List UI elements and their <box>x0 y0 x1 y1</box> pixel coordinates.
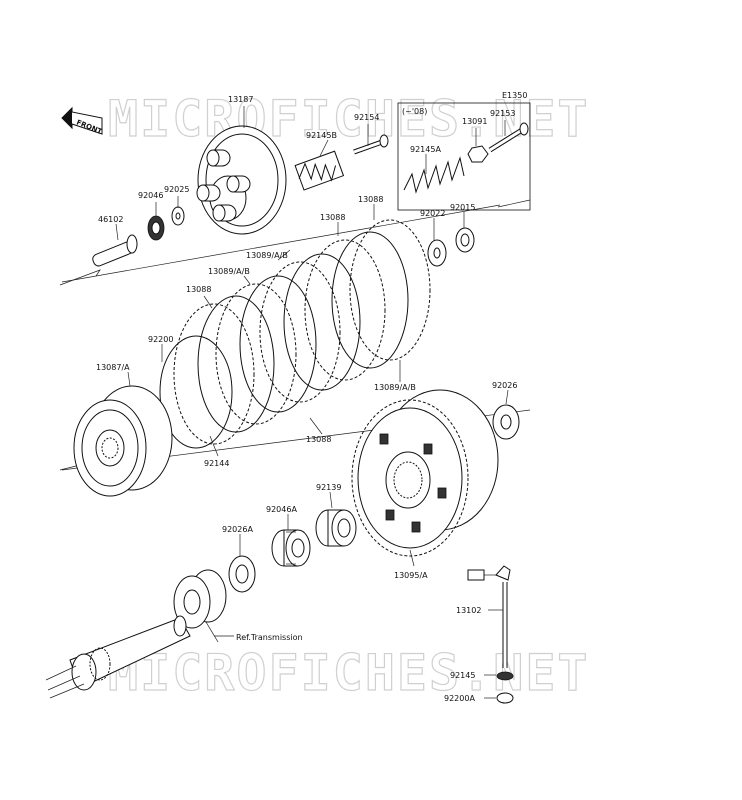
washer-92026 <box>492 404 520 440</box>
clutch-housing-13095 <box>351 389 499 557</box>
label-46102: 46102 <box>98 215 123 224</box>
label-92046: 92046 <box>138 191 163 200</box>
label-92144: 92144 <box>204 459 229 468</box>
sleeve-92139 <box>315 509 357 547</box>
spring-92145b <box>294 150 345 191</box>
washer-92026a <box>228 555 256 593</box>
washer-92022 <box>427 239 447 267</box>
clutch-hub-13087 <box>73 385 173 497</box>
label-92046a: 92046A <box>266 505 297 514</box>
label-13088-upper: 13088 <box>320 213 345 222</box>
leader-lines <box>115 106 509 699</box>
spring-92145 <box>496 671 514 681</box>
label-92154: 92154 <box>354 113 379 122</box>
ring-92200a <box>496 692 514 704</box>
label-13088-left: 13088 <box>186 285 211 294</box>
bolt-92154 <box>353 134 389 155</box>
label-92022: 92022 <box>420 209 445 218</box>
watermark-bottom: MICROFICHES.NET <box>108 644 590 702</box>
ring-92200 <box>159 335 233 449</box>
label-92200a: 92200A <box>444 694 475 703</box>
pushrod-46102 <box>92 234 138 267</box>
label-92145a: 92145A <box>410 145 441 154</box>
variant-box <box>397 102 531 211</box>
ref-transmission-note: Ref.Transmission <box>236 633 303 642</box>
variant-note: (~'08) <box>402 107 427 116</box>
diagram-code: E1350 <box>502 91 527 100</box>
label-13102: 13102 <box>456 606 481 615</box>
label-92145: 92145 <box>450 671 475 680</box>
bolt-92153 <box>467 122 529 163</box>
label-13187: 13187 <box>228 95 253 104</box>
label-13089-bottom: 13089/A/B <box>374 383 416 392</box>
ball-bearing <box>173 569 227 629</box>
label-13088-bottom: 13088 <box>306 435 331 444</box>
bearing-92046 <box>147 215 165 241</box>
label-92153: 92153 <box>490 109 515 118</box>
label-13087: 13087/A <box>96 363 130 372</box>
nut-92015 <box>455 227 475 253</box>
label-92200: 92200 <box>148 335 173 344</box>
label-92026: 92026 <box>492 381 517 390</box>
label-13089-top: 13089/A/B <box>246 251 288 260</box>
label-92026a: 92026A <box>222 525 253 534</box>
label-13091: 13091 <box>462 117 487 126</box>
needle-bearing-92046a <box>271 529 311 567</box>
label-13095: 13095/A <box>394 571 428 580</box>
input-shaft <box>45 615 191 699</box>
clutch-lever-13102 <box>467 565 511 668</box>
label-92015: 92015 <box>450 203 475 212</box>
label-92145b: 92145B <box>306 131 337 140</box>
label-13089-middle: 13089/A/B <box>208 267 250 276</box>
pressure-plate-part <box>196 125 287 235</box>
spring-92145a <box>403 156 465 194</box>
washer-92025 <box>171 206 185 226</box>
label-13088-top: 13088 <box>358 195 383 204</box>
front-arrow-icon: FRONT <box>61 106 103 136</box>
label-92139: 92139 <box>316 483 341 492</box>
label-92025: 92025 <box>164 185 189 194</box>
clutch-plates <box>173 219 431 445</box>
